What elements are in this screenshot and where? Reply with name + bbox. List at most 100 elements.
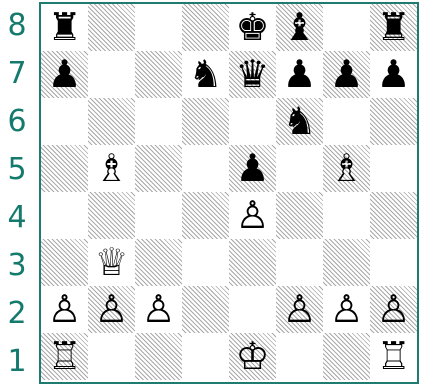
square-e3[interactable] <box>229 239 276 286</box>
white-pawn-b2[interactable]: ♙ <box>88 286 135 333</box>
black-pawn-e5[interactable]: ♟ <box>229 145 276 192</box>
black-bishop-f8[interactable]: ♝ <box>276 4 323 51</box>
square-b1[interactable] <box>88 333 135 380</box>
white-pawn-h2[interactable]: ♙ <box>370 286 417 333</box>
square-d8[interactable] <box>182 4 229 51</box>
white-pawn-e4[interactable]: ♙ <box>229 192 276 239</box>
black-pawn-h7[interactable]: ♟ <box>370 51 417 98</box>
square-b3[interactable]: ♕ <box>88 239 135 286</box>
rank-label-1: 1 <box>0 338 34 386</box>
square-g3[interactable] <box>323 239 370 286</box>
square-g6[interactable] <box>323 98 370 145</box>
square-b7[interactable] <box>88 51 135 98</box>
white-bishop-g5[interactable]: ♗ <box>323 145 370 192</box>
rank-label-8: 8 <box>0 2 34 50</box>
square-a5[interactable] <box>41 145 88 192</box>
square-e5[interactable]: ♟ <box>229 145 276 192</box>
square-d3[interactable] <box>182 239 229 286</box>
square-h6[interactable] <box>370 98 417 145</box>
square-a3[interactable] <box>41 239 88 286</box>
square-g5[interactable]: ♗ <box>323 145 370 192</box>
square-f8[interactable]: ♝ <box>276 4 323 51</box>
square-g4[interactable] <box>323 192 370 239</box>
square-a6[interactable] <box>41 98 88 145</box>
square-e4[interactable]: ♙ <box>229 192 276 239</box>
rank-label-5: 5 <box>0 146 34 194</box>
white-pawn-c2[interactable]: ♙ <box>135 286 182 333</box>
square-b8[interactable] <box>88 4 135 51</box>
square-h2[interactable]: ♙ <box>370 286 417 333</box>
square-d2[interactable] <box>182 286 229 333</box>
square-d1[interactable] <box>182 333 229 380</box>
white-pawn-a2[interactable]: ♙ <box>41 286 88 333</box>
rank-label-3: 3 <box>0 242 34 290</box>
square-f6[interactable]: ♞ <box>276 98 323 145</box>
square-a2[interactable]: ♙ <box>41 286 88 333</box>
black-queen-e7[interactable]: ♛ <box>229 51 276 98</box>
square-h3[interactable] <box>370 239 417 286</box>
rank-label-7: 7 <box>0 50 34 98</box>
square-c4[interactable] <box>135 192 182 239</box>
rank-label-6: 6 <box>0 98 34 146</box>
square-e7[interactable]: ♛ <box>229 51 276 98</box>
square-f1[interactable] <box>276 333 323 380</box>
square-e6[interactable] <box>229 98 276 145</box>
square-g1[interactable] <box>323 333 370 380</box>
square-d7[interactable]: ♞ <box>182 51 229 98</box>
square-f2[interactable]: ♙ <box>276 286 323 333</box>
square-d6[interactable] <box>182 98 229 145</box>
square-b4[interactable] <box>88 192 135 239</box>
square-a8[interactable]: ♜ <box>41 4 88 51</box>
square-h8[interactable]: ♜ <box>370 4 417 51</box>
square-c3[interactable] <box>135 239 182 286</box>
square-f3[interactable] <box>276 239 323 286</box>
square-c8[interactable] <box>135 4 182 51</box>
black-rook-h8[interactable]: ♜ <box>370 4 417 51</box>
square-f7[interactable]: ♟ <box>276 51 323 98</box>
square-e2[interactable] <box>229 286 276 333</box>
square-d4[interactable] <box>182 192 229 239</box>
white-rook-a1[interactable]: ♖ <box>41 333 88 380</box>
square-c6[interactable] <box>135 98 182 145</box>
square-h5[interactable] <box>370 145 417 192</box>
white-pawn-f2[interactable]: ♙ <box>276 286 323 333</box>
square-a4[interactable] <box>41 192 88 239</box>
square-e8[interactable]: ♚ <box>229 4 276 51</box>
square-h1[interactable]: ♖ <box>370 333 417 380</box>
square-g2[interactable]: ♙ <box>323 286 370 333</box>
black-pawn-g7[interactable]: ♟ <box>323 51 370 98</box>
square-g8[interactable] <box>323 4 370 51</box>
black-rook-a8[interactable]: ♜ <box>41 4 88 51</box>
black-knight-d7[interactable]: ♞ <box>182 51 229 98</box>
black-knight-f6[interactable]: ♞ <box>276 98 323 145</box>
black-king-e8[interactable]: ♚ <box>229 4 276 51</box>
chess-board: ♜♚♝♜♟♞♛♟♟♟♞♗♟♗♙♕♙♙♙♙♙♙♖♔♖ <box>39 2 419 384</box>
white-pawn-g2[interactable]: ♙ <box>323 286 370 333</box>
square-g7[interactable]: ♟ <box>323 51 370 98</box>
white-queen-b3[interactable]: ♕ <box>88 239 135 286</box>
square-b2[interactable]: ♙ <box>88 286 135 333</box>
white-king-e1[interactable]: ♔ <box>229 333 276 380</box>
square-b6[interactable] <box>88 98 135 145</box>
square-c1[interactable] <box>135 333 182 380</box>
rank-label-2: 2 <box>0 290 34 338</box>
black-pawn-a7[interactable]: ♟ <box>41 51 88 98</box>
black-pawn-f7[interactable]: ♟ <box>276 51 323 98</box>
rank-label-4: 4 <box>0 194 34 242</box>
white-bishop-b5[interactable]: ♗ <box>88 145 135 192</box>
square-a1[interactable]: ♖ <box>41 333 88 380</box>
square-d5[interactable] <box>182 145 229 192</box>
white-rook-h1[interactable]: ♖ <box>370 333 417 380</box>
square-e1[interactable]: ♔ <box>229 333 276 380</box>
square-h7[interactable]: ♟ <box>370 51 417 98</box>
square-c2[interactable]: ♙ <box>135 286 182 333</box>
square-a7[interactable]: ♟ <box>41 51 88 98</box>
square-b5[interactable]: ♗ <box>88 145 135 192</box>
square-f5[interactable] <box>276 145 323 192</box>
square-c5[interactable] <box>135 145 182 192</box>
square-f4[interactable] <box>276 192 323 239</box>
square-h4[interactable] <box>370 192 417 239</box>
square-c7[interactable] <box>135 51 182 98</box>
